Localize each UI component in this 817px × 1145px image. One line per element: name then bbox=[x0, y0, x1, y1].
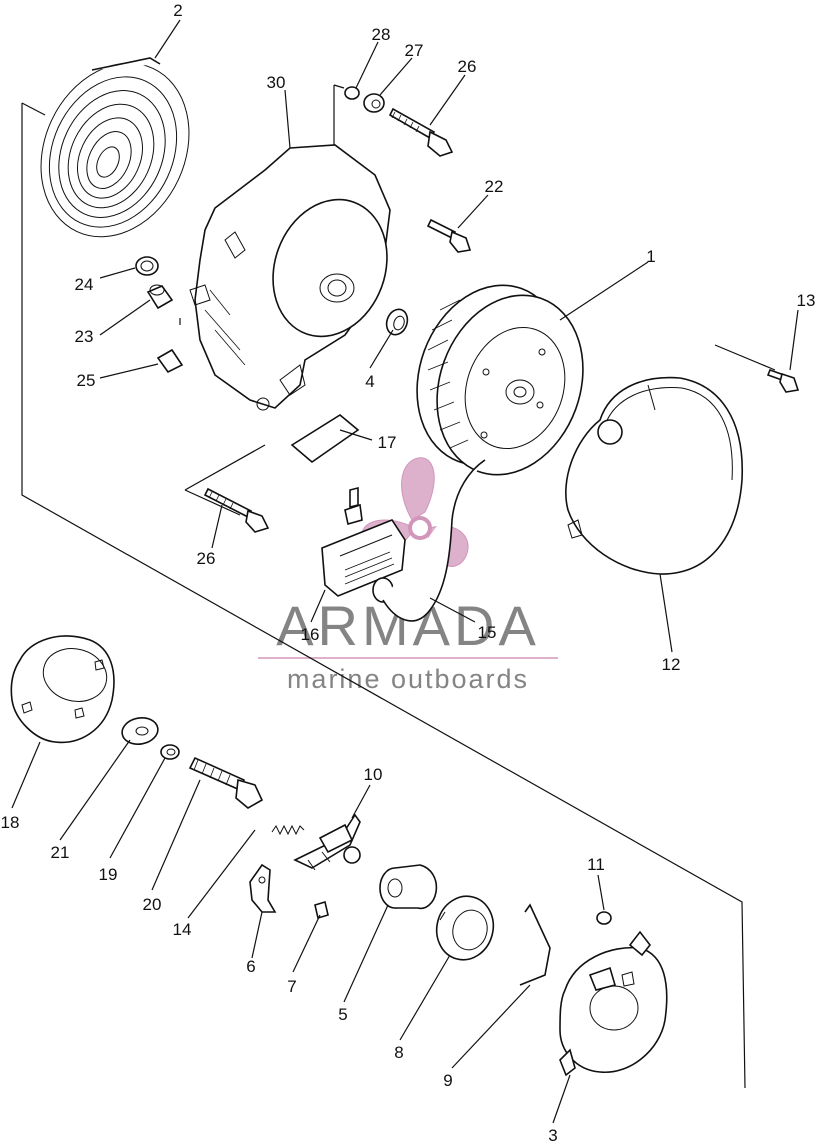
starter-rope bbox=[382, 459, 486, 622]
watermark-tagline: marine outboards bbox=[287, 664, 529, 694]
label-5: 5 bbox=[338, 1005, 347, 1024]
washer-11 bbox=[596, 911, 612, 925]
pawl-6 bbox=[249, 863, 277, 913]
bolt-22 bbox=[426, 218, 472, 253]
label-13: 13 bbox=[797, 291, 816, 310]
pawl-cup-18 bbox=[10, 635, 115, 744]
washer-27 bbox=[363, 93, 385, 113]
label-30: 30 bbox=[267, 73, 286, 92]
spring-14 bbox=[271, 824, 305, 836]
recoil-spring bbox=[40, 57, 190, 238]
label-2: 2 bbox=[173, 1, 182, 20]
starter-cover bbox=[565, 376, 743, 575]
label-27: 27 bbox=[405, 41, 424, 60]
label-26b: 26 bbox=[197, 549, 216, 568]
label-15: 15 bbox=[478, 623, 497, 642]
bearing-8 bbox=[435, 895, 495, 961]
label-17: 17 bbox=[378, 433, 397, 452]
assembly-guide-lines bbox=[21, 84, 776, 1089]
o-ring-24 bbox=[135, 256, 159, 276]
bolt-26-lower bbox=[203, 487, 270, 533]
label-7: 7 bbox=[287, 977, 296, 996]
label-10: 10 bbox=[364, 765, 383, 784]
label-9: 9 bbox=[443, 1071, 452, 1090]
starter-housing bbox=[189, 144, 391, 411]
label-14: 14 bbox=[173, 920, 192, 939]
bolt-20 bbox=[188, 756, 264, 809]
label-6: 6 bbox=[246, 957, 255, 976]
label-24: 24 bbox=[75, 275, 94, 294]
washer-21 bbox=[121, 717, 159, 745]
label-12: 12 bbox=[662, 655, 681, 674]
label-20: 20 bbox=[143, 895, 162, 914]
label-8: 8 bbox=[394, 1043, 403, 1062]
label-23: 23 bbox=[75, 327, 94, 346]
label-16: 16 bbox=[301, 625, 320, 644]
plate-3 bbox=[559, 930, 668, 1077]
label-3: 3 bbox=[548, 1126, 557, 1145]
sleeve-25 bbox=[156, 348, 184, 374]
drum-5 bbox=[379, 864, 438, 910]
wire-spring-9 bbox=[519, 903, 551, 986]
label-18: 18 bbox=[1, 813, 20, 832]
label-19: 19 bbox=[99, 865, 118, 884]
pin-7 bbox=[314, 900, 329, 920]
rope-pulley bbox=[416, 284, 584, 476]
label-11: 11 bbox=[587, 855, 605, 874]
lock-washer-19 bbox=[160, 744, 180, 760]
bushing-4 bbox=[385, 308, 409, 336]
plate-17 bbox=[290, 414, 360, 464]
bolt-26-upper bbox=[388, 107, 454, 157]
label-25: 25 bbox=[77, 371, 96, 390]
pawl-assembly-10 bbox=[293, 813, 361, 871]
label-22: 22 bbox=[485, 177, 504, 196]
leader-lines bbox=[11, 19, 799, 1124]
fitting-23 bbox=[146, 284, 174, 310]
label-21: 21 bbox=[51, 843, 70, 862]
nut-28 bbox=[344, 86, 360, 100]
label-1: 1 bbox=[646, 247, 655, 266]
bolt-13 bbox=[766, 368, 800, 393]
label-4: 4 bbox=[365, 372, 374, 391]
watermark: ARMADA marine outboards bbox=[258, 457, 558, 694]
label-28: 28 bbox=[372, 25, 391, 44]
starter-handle bbox=[321, 486, 406, 603]
label-26a: 26 bbox=[458, 57, 477, 76]
